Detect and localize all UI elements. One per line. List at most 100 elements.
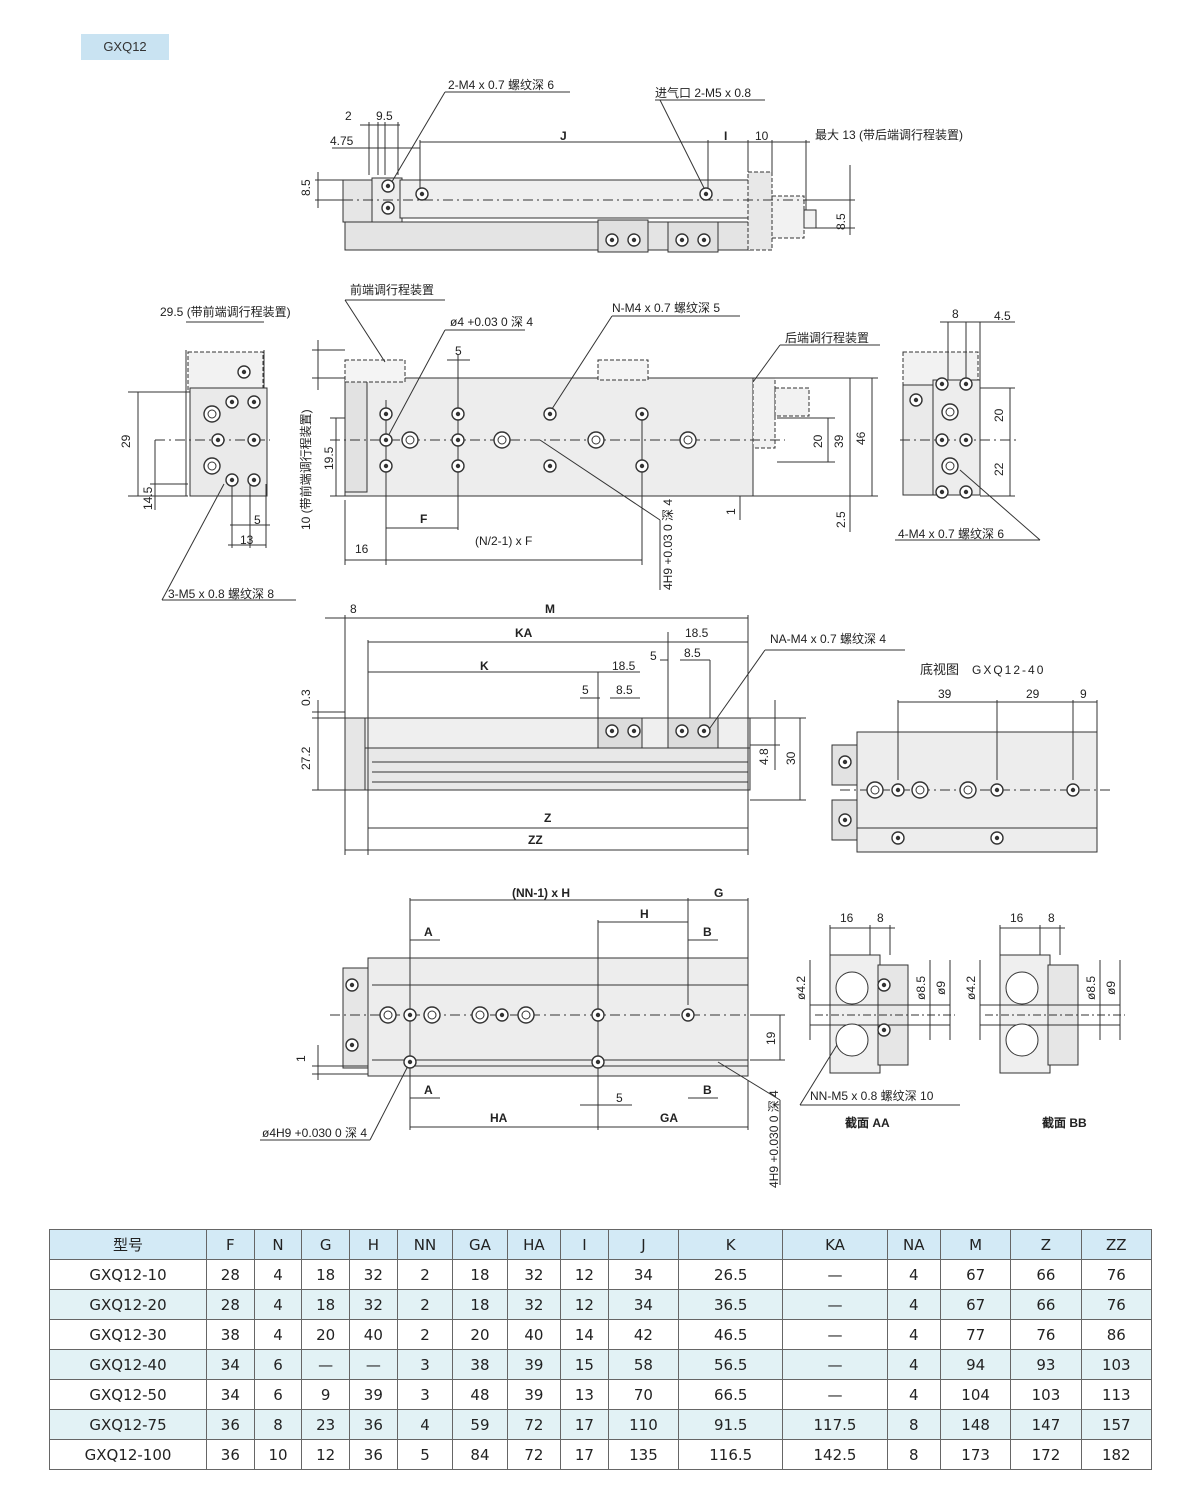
bottom-view (831, 700, 1110, 853)
table-header-cell: ZZ (1080, 1229, 1153, 1260)
carriage-side-view (312, 615, 905, 855)
svg-text:HA: HA (490, 1111, 508, 1125)
table-cell: 40 (349, 1319, 398, 1350)
pin-hole-label: ø4 +0.03 0 深 4 (450, 315, 533, 329)
table-cell: 104 (939, 1379, 1012, 1410)
svg-text:1: 1 (294, 1055, 308, 1062)
table-header-cell: M (939, 1229, 1012, 1260)
table-header-cell: I (560, 1229, 609, 1260)
table-header-cell: H (349, 1229, 398, 1260)
svg-text:M: M (545, 602, 555, 616)
section-aa-label: 截面 AA (845, 1115, 890, 1130)
h9-right-label: 4H9 +0.030 0 深 4 (767, 1090, 781, 1188)
svg-text:B: B (703, 925, 712, 939)
svg-text:46: 46 (854, 431, 868, 445)
front-29-5-label: 29.5 (带前端调行程装置) (160, 304, 291, 319)
pin-h9-label: ø4H9 +0.030 0 深 4 (262, 1126, 367, 1140)
table-cell: 3 (396, 1349, 454, 1380)
table-cell: 103 (1010, 1379, 1082, 1410)
svg-text:14.5: 14.5 (141, 486, 155, 510)
nf-formula-label: (N/2-1) x F (475, 534, 532, 548)
svg-text:1: 1 (724, 508, 738, 515)
n-thread-label: N-M4 x 0.7 螺纹深 5 (612, 301, 720, 315)
table-cell: — (782, 1289, 888, 1320)
table-cell: 72 (506, 1409, 562, 1440)
table-cell: 4 (886, 1289, 941, 1320)
table-cell: 94 (939, 1349, 1012, 1380)
section-bb-label: 截面 BB (1042, 1115, 1087, 1130)
svg-text:KA: KA (515, 626, 533, 640)
svg-text:8.5: 8.5 (616, 683, 633, 697)
model-tag: GXQ12 (81, 34, 169, 60)
svg-text:10: 10 (755, 129, 769, 143)
svg-text:ZZ: ZZ (528, 833, 543, 847)
svg-text:F: F (420, 512, 427, 526)
table-cell: 4 (253, 1289, 303, 1320)
svg-text:5: 5 (582, 683, 589, 697)
table-header-cell: NA (886, 1229, 941, 1260)
table-cell: 34 (607, 1259, 680, 1290)
svg-text:G: G (714, 886, 723, 900)
table-cell: 86 (1080, 1319, 1153, 1350)
svg-text:5: 5 (616, 1091, 623, 1105)
left-10-label: 10 (带前端调行程装置) (298, 409, 313, 530)
top-thread-label: 2-M4 x 0.7 螺纹深 6 (448, 78, 554, 92)
table-cell: 77 (939, 1319, 1012, 1350)
table-cell: 5 (396, 1439, 454, 1470)
svg-text:0.3: 0.3 (299, 689, 313, 706)
table-cell: 4 (253, 1319, 303, 1350)
table-cell: 66 (1010, 1259, 1082, 1290)
table-cell: 103 (1080, 1349, 1153, 1380)
top-max-label: 最大 13 (带后端调行程装置) (815, 127, 963, 142)
table-cell: 2 (396, 1259, 454, 1290)
svg-text:ø8.5: ø8.5 (914, 976, 928, 1000)
table-header-cell: NN (396, 1229, 454, 1260)
table-cell: 15 (560, 1349, 609, 1380)
table-cell: GXQ12-40 (49, 1349, 207, 1380)
side-view (312, 299, 880, 590)
table-cell: 58 (607, 1349, 680, 1380)
svg-text:27.2: 27.2 (299, 746, 313, 770)
table-cell: 34 (206, 1349, 255, 1380)
table-cell: 13 (560, 1379, 609, 1410)
svg-text:ø8.5: ø8.5 (1084, 976, 1098, 1000)
svg-text:20: 20 (811, 434, 825, 448)
svg-text:2.5: 2.5 (834, 511, 848, 528)
svg-text:29: 29 (1026, 687, 1040, 701)
svg-text:H: H (640, 907, 649, 921)
table-cell: GXQ12-10 (49, 1259, 207, 1290)
table-cell: 4 (886, 1379, 941, 1410)
table-cell: 4 (253, 1259, 303, 1290)
table-cell: 12 (560, 1289, 609, 1320)
svg-text:39: 39 (832, 434, 846, 448)
table-cell: 117.5 (782, 1409, 888, 1440)
svg-text:ø4.2: ø4.2 (794, 976, 808, 1000)
svg-text:5: 5 (254, 513, 261, 527)
table-cell: 72 (506, 1439, 562, 1470)
table-cell: 67 (939, 1259, 1012, 1290)
table-cell: GXQ12-50 (49, 1379, 207, 1410)
svg-text:39: 39 (938, 687, 952, 701)
table-cell: 32 (506, 1259, 562, 1290)
table-cell: 17 (560, 1439, 609, 1470)
table-cell: 28 (206, 1289, 255, 1320)
table-cell: 76 (1080, 1259, 1153, 1290)
svg-text:5: 5 (455, 344, 462, 358)
table-header-cell: GA (452, 1229, 508, 1260)
svg-text:8: 8 (952, 307, 959, 321)
table-cell: 70 (607, 1379, 680, 1410)
nn-h-label: (NN-1) x H (512, 886, 570, 900)
table-cell: 67 (939, 1289, 1012, 1320)
table-header-cell: J (607, 1229, 680, 1260)
table-cell: 17 (560, 1409, 609, 1440)
table-header-cell: F (206, 1229, 255, 1260)
table-cell: 173 (939, 1439, 1012, 1470)
table-cell: 6 (253, 1379, 303, 1410)
table-header-cell: N (253, 1229, 303, 1260)
